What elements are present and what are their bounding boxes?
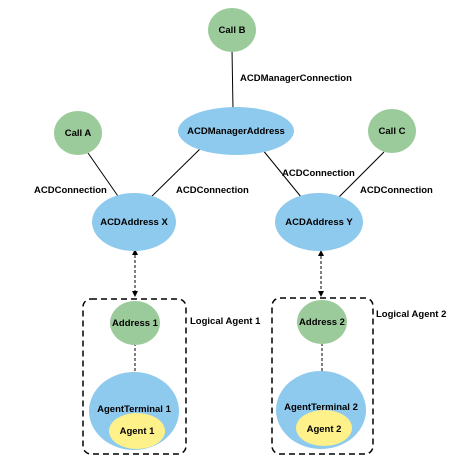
- agent-terminal-2-node: AgentTerminal 2 Agent 2: [276, 371, 366, 449]
- edge-callb-manager: [231, 48, 234, 111]
- acd-manager-address-node: ACDManagerAddress: [178, 107, 294, 155]
- edge-callc-addressy: [335, 151, 385, 201]
- agent-terminal-1-label: AgentTerminal 1: [97, 404, 171, 415]
- address-2-label: Address 2: [299, 317, 345, 328]
- acd-address-x-node: ACDAddress X: [92, 193, 176, 251]
- edge-manager-addressx: [145, 148, 201, 203]
- acd-address-y-label: ACDAddress Y: [285, 217, 353, 228]
- edge-label-acd-connection-mx: ACDConnection: [176, 185, 249, 196]
- edge-manager-addressy: [261, 148, 307, 204]
- logical-agent-2-box: [271, 297, 374, 455]
- agent-2-node: [296, 410, 352, 446]
- address-1-label: Address 1: [112, 318, 159, 329]
- connection-lines: [87, 48, 385, 204]
- logical-agent-1-box: [82, 298, 187, 455]
- agent-terminal-1-node: AgentTerminal 1 Agent 1: [89, 372, 179, 450]
- acd-address-x-label: ACDAddress X: [100, 217, 168, 228]
- call-a-label: Call A: [65, 128, 92, 139]
- edge-calla-addressx: [87, 152, 121, 200]
- edge-label-acd-connection-my: ACDConnection: [282, 168, 355, 179]
- call-b-label: Call B: [219, 25, 246, 36]
- call-b-node: Call B: [208, 8, 256, 52]
- agent-1-label: Agent 1: [120, 426, 156, 437]
- call-c-label: Call C: [379, 126, 406, 137]
- edge-label-acd-manager-connection: ACDManagerConnection: [240, 73, 352, 84]
- address-1-node: Address 1: [110, 301, 160, 345]
- edge-label-acd-connection-c: ACDConnection: [360, 185, 433, 196]
- agent-1-node: [109, 413, 165, 449]
- call-c-node: Call C: [368, 109, 416, 153]
- edge-label-acd-connection-a: ACDConnection: [34, 185, 107, 196]
- acd-address-y-node: ACDAddress Y: [275, 193, 363, 251]
- dashed-arrows: [132, 249, 325, 379]
- logical-agent-2-label: Logical Agent 2: [376, 309, 446, 320]
- address-2-node: Address 2: [297, 300, 347, 344]
- logical-agent-1-label: Logical Agent 1: [190, 316, 261, 327]
- agent-terminal-2-label: AgentTerminal 2: [284, 402, 358, 413]
- call-a-node: Call A: [54, 111, 102, 155]
- agent-2-label: Agent 2: [307, 424, 342, 435]
- acd-manager-address-label: ACDManagerAddress: [187, 126, 285, 137]
